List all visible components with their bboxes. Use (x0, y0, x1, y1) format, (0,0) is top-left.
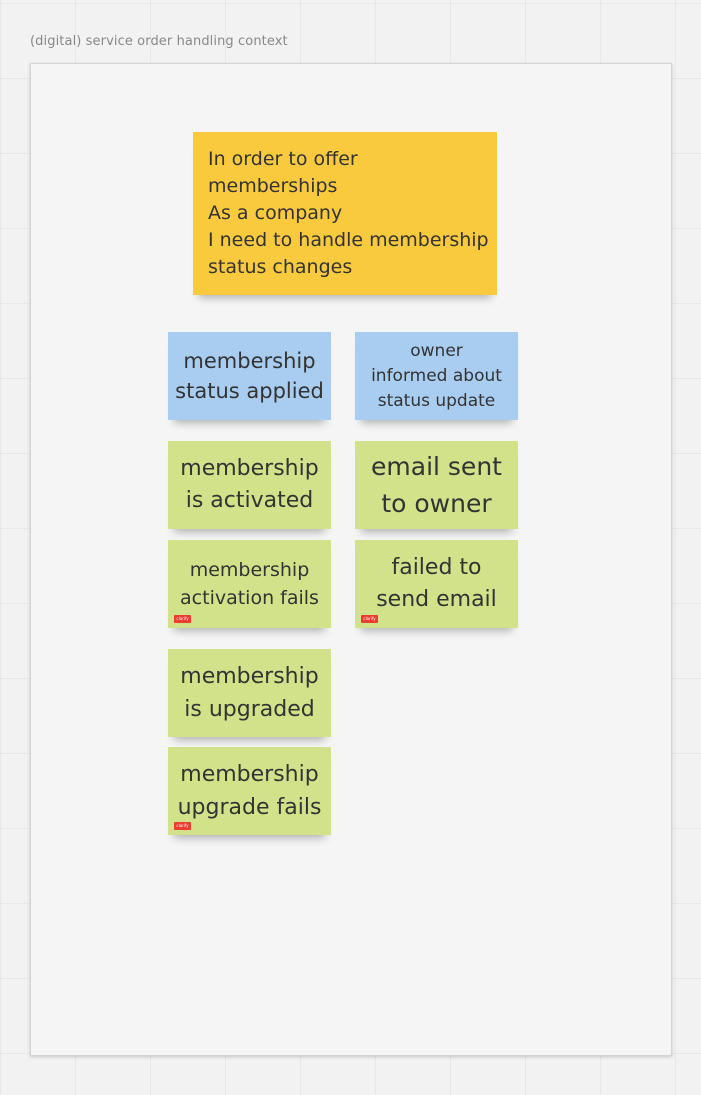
sticky-note-text: email sent to owner (371, 452, 502, 518)
frame-title: (digital) service order handling context (30, 34, 288, 49)
clarify-tag[interactable]: clarify (174, 615, 191, 623)
sticky-note-membership-activation-fails[interactable]: membership activation fails clarify (168, 540, 331, 628)
sticky-note-membership-is-activated[interactable]: membership is activated (168, 441, 331, 529)
sticky-note-membership-upgrade-fails[interactable]: membership upgrade fails clarify (168, 747, 331, 835)
sticky-note-text: In order to offer memberships As a compa… (208, 148, 489, 278)
sticky-note-email-sent-to-owner[interactable]: email sent to owner (355, 441, 518, 529)
sticky-note-text: membership status applied (175, 349, 324, 403)
sticky-note-membership-is-upgraded[interactable]: membership is upgraded (168, 649, 331, 737)
sticky-note-failed-to-send-email[interactable]: failed to send email clarify (355, 540, 518, 628)
sticky-note-text: membership is activated (180, 456, 319, 513)
clarify-tag[interactable]: clarify (361, 615, 378, 623)
sticky-note-membership-status-applied[interactable]: membership status applied (168, 332, 331, 420)
sticky-note-text: membership upgrade fails (177, 762, 322, 820)
sticky-note-user-story[interactable]: In order to offer memberships As a compa… (193, 132, 497, 295)
clarify-tag[interactable]: clarify (174, 822, 191, 830)
sticky-note-text: failed to send email (376, 555, 497, 612)
sticky-note-owner-informed[interactable]: owner informed about status update (355, 332, 518, 420)
sticky-note-text: membership activation fails (180, 559, 319, 609)
sticky-note-text: owner informed about status update (371, 340, 502, 411)
sticky-note-text: membership is upgraded (180, 664, 319, 722)
